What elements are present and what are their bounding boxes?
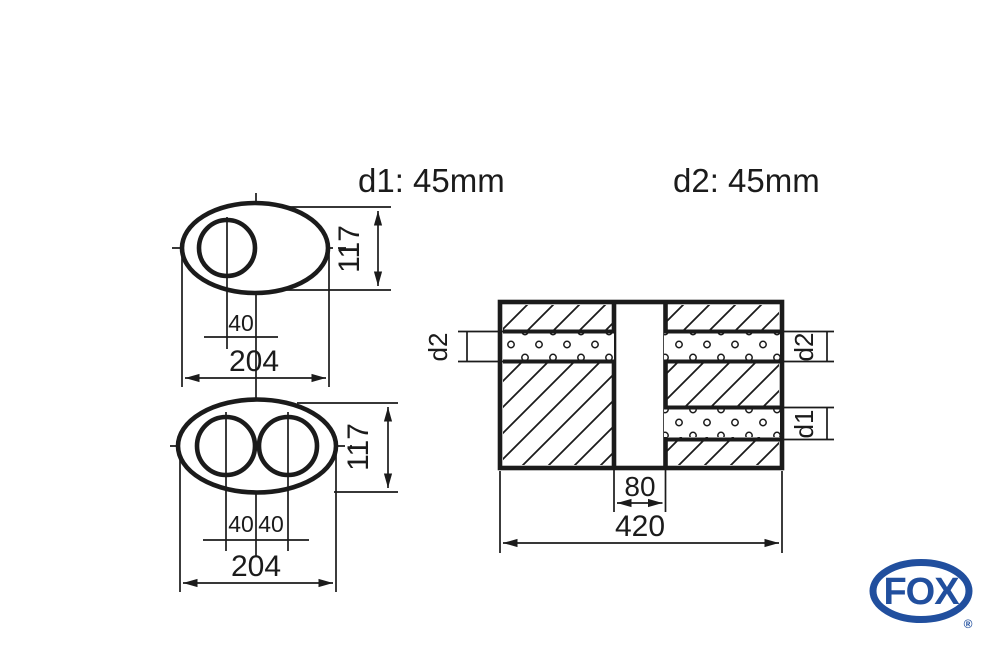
header-labels: d1: 45mm d2: 45mm bbox=[358, 162, 820, 199]
right-d1-perforated-pipe bbox=[664, 409, 780, 437]
offset-left-value: 40 bbox=[228, 511, 254, 537]
right-d1-pipe-walls bbox=[664, 405, 780, 442]
logo-registered-mark: ® bbox=[964, 617, 973, 631]
length-dimension-value: 420 bbox=[615, 510, 665, 543]
cross-section-single-pipe: 117 40 204 bbox=[172, 200, 391, 387]
d2-right-callout-lines bbox=[780, 330, 834, 363]
length-extension-lines bbox=[499, 471, 783, 553]
d2-right-label: d2 bbox=[789, 333, 819, 362]
right-d2-perforated-pipe bbox=[664, 333, 780, 360]
height-extension-lines bbox=[297, 402, 398, 493]
left-d2-pipe-walls bbox=[503, 329, 614, 364]
fox-logo: FOX ® bbox=[869, 559, 973, 631]
offset-dimension-value: 40 bbox=[228, 310, 254, 336]
right-d2-pipe-walls bbox=[664, 329, 780, 364]
width-extension-lines bbox=[179, 451, 337, 592]
width-dimension-value: 204 bbox=[231, 550, 281, 583]
middle-chamber-gap bbox=[613, 304, 666, 466]
offset-right-value: 40 bbox=[258, 511, 284, 537]
d1-diameter-label: d1: 45mm bbox=[358, 162, 505, 199]
pipe-centerlines bbox=[225, 412, 289, 551]
logo-brand-text: FOX bbox=[883, 571, 960, 613]
side-section-view: d2 d2 d1 80 420 bbox=[423, 299, 834, 553]
height-extension-lines bbox=[279, 206, 391, 291]
chamber-extension-lines bbox=[613, 470, 667, 512]
d1-right-callout-lines bbox=[780, 406, 834, 441]
logo-ellipse bbox=[869, 559, 973, 623]
d2-left-callout-lines bbox=[458, 330, 503, 363]
cross-section-dual-pipe: 117 40 40 204 bbox=[170, 397, 398, 592]
chamber-dimension-value: 80 bbox=[624, 471, 655, 502]
d2-diameter-label: d2: 45mm bbox=[673, 162, 820, 199]
d1-right-label: d1 bbox=[789, 410, 819, 439]
left-d2-perforated-pipe bbox=[503, 333, 614, 360]
width-extension-lines bbox=[181, 251, 330, 387]
height-dimension-value: 117 bbox=[342, 423, 375, 471]
left-damping-material bbox=[503, 305, 613, 465]
height-dimension-value: 117 bbox=[333, 225, 366, 273]
width-dimension-value: 204 bbox=[229, 345, 279, 378]
d2-left-label: d2 bbox=[423, 333, 453, 362]
